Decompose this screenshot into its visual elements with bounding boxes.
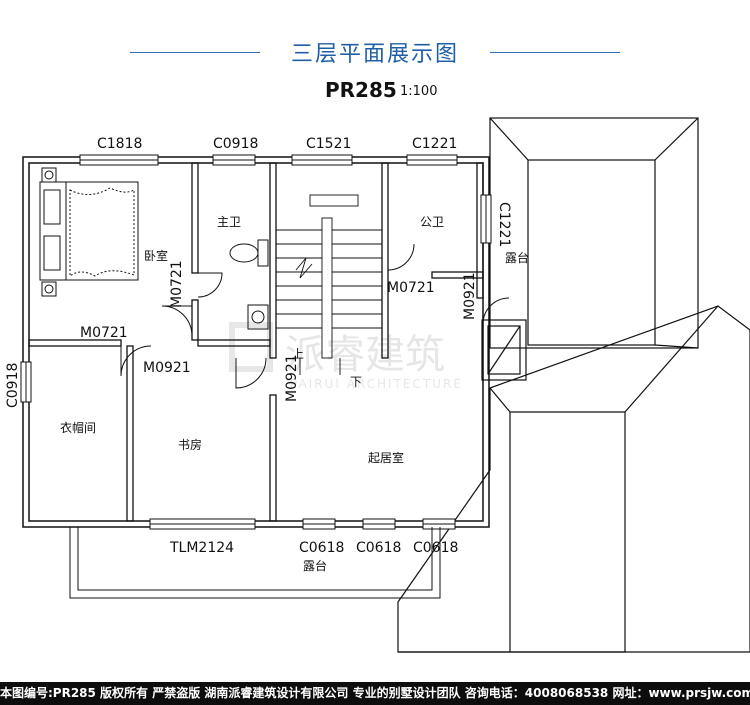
room-master-bath: 主卫 — [217, 215, 241, 229]
plan-scale: 1:100 — [400, 84, 438, 99]
stair-down-label: 下 — [350, 375, 362, 389]
label-m0721-bath: M0721 — [387, 280, 435, 296]
footer-bar: 本图编号:PR285 版权所有 严禁盗版 湖南派睿建筑设计有限公司 专业的别墅设… — [0, 682, 750, 705]
stair-up-label: 上 — [292, 347, 304, 361]
room-study: 书房 — [178, 437, 202, 452]
watermark-logo-icon — [229, 322, 273, 372]
title-rule-left — [130, 52, 260, 53]
room-public-bath: 公卫 — [420, 215, 444, 229]
label-tlm2124: TLM2124 — [169, 540, 234, 556]
room-terrace-top: 露台 — [505, 250, 529, 265]
windows — [20, 154, 492, 530]
label-c0618-a: C0618 — [299, 540, 344, 556]
staircase — [276, 194, 382, 375]
floor-plan: 派睿建筑 PAIRUI ARCHITECTURE — [5, 117, 750, 653]
title-area: 三层平面展示图 — [0, 32, 750, 72]
label-m0921-study: M0921 — [143, 360, 191, 376]
toilet-icon — [229, 239, 269, 267]
plan-code: PR285 — [325, 78, 397, 102]
label-c1521: C1521 — [306, 136, 351, 152]
label-c0618-b: C0618 — [356, 540, 401, 556]
bed-icon — [39, 167, 139, 297]
room-closet: 衣帽间 — [60, 420, 96, 435]
label-c0618-c: C0618 — [413, 540, 458, 556]
label-c0918-left: C0918 — [5, 363, 21, 408]
page-title: 三层平面展示图 — [290, 42, 459, 67]
title-rule-right — [490, 52, 620, 53]
balcony-railing — [69, 527, 441, 599]
room-bedroom: 卧室 — [144, 248, 168, 263]
label-m0721-bedroom: M0721 — [169, 260, 185, 308]
label-m0921-terrace: M0921 — [462, 272, 478, 320]
room-terrace-bottom: 露台 — [303, 558, 327, 573]
label-c1221-side: C1221 — [496, 202, 512, 247]
watermark-sub: PAIRUI ARCHITECTURE — [290, 377, 463, 391]
label-c0918-top: C0918 — [213, 136, 258, 152]
label-c1818: C1818 — [97, 136, 142, 152]
chimney-icon — [481, 319, 527, 381]
sink-icon — [247, 304, 269, 330]
label-m0721-closet: M0721 — [80, 325, 128, 341]
label-m0921-living: M0921 — [284, 354, 300, 402]
terrace-roof-upper — [489, 117, 699, 349]
door-swings — [120, 243, 510, 389]
room-living: 起居室 — [368, 450, 404, 465]
watermark: 派睿建筑 PAIRUI ARCHITECTURE — [229, 322, 463, 391]
watermark-brand: 派睿建筑 — [285, 332, 445, 378]
roof-lower-right — [397, 305, 750, 653]
label-c1221-top: C1221 — [412, 136, 457, 152]
